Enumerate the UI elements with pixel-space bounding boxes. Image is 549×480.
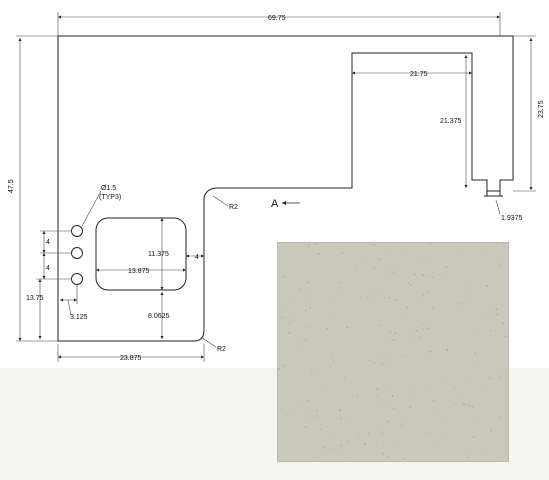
dim-leg-end-width: 1.9375	[501, 215, 523, 222]
dim-inner-right-height: 21.375	[440, 118, 462, 125]
dim-sink-height: 11.375	[148, 251, 169, 258]
hole-diameter-label: Ø1.5	[101, 185, 116, 192]
countertop-outline	[57, 35, 514, 342]
dim-left-section-width: 23.875	[120, 355, 142, 362]
dim-inner-right-width: 21.75	[410, 71, 428, 78]
hole-count-label: (TYP3)	[99, 194, 121, 201]
faucet-hole	[71, 225, 83, 237]
dim-holes-from-left: 3.125	[70, 314, 88, 321]
section-marker-label: A	[271, 198, 279, 210]
dim-right-leg-height: 23.75	[538, 100, 545, 118]
dim-hole-spacing-2: 4	[46, 265, 50, 272]
dim-holes-from-bottom: 13.75	[26, 295, 44, 302]
faucet-hole	[71, 247, 83, 259]
sink-cutout	[95, 217, 187, 291]
dim-overall-height: 47.5	[8, 179, 15, 193]
dim-sink-from-bottom: 8.0625	[148, 313, 170, 320]
dim-hole-spacing-1: 4	[46, 239, 50, 246]
radius-bottom-label: R2	[217, 346, 226, 353]
radius-top-label: R2	[229, 204, 238, 211]
dim-sink-to-edge: 4	[195, 254, 199, 261]
dim-sink-width: 13.875	[128, 268, 150, 275]
faucet-holes	[71, 225, 83, 285]
dim-overall-width: 69.75	[268, 15, 286, 22]
faucet-hole	[71, 273, 83, 285]
material-swatch	[277, 242, 509, 462]
